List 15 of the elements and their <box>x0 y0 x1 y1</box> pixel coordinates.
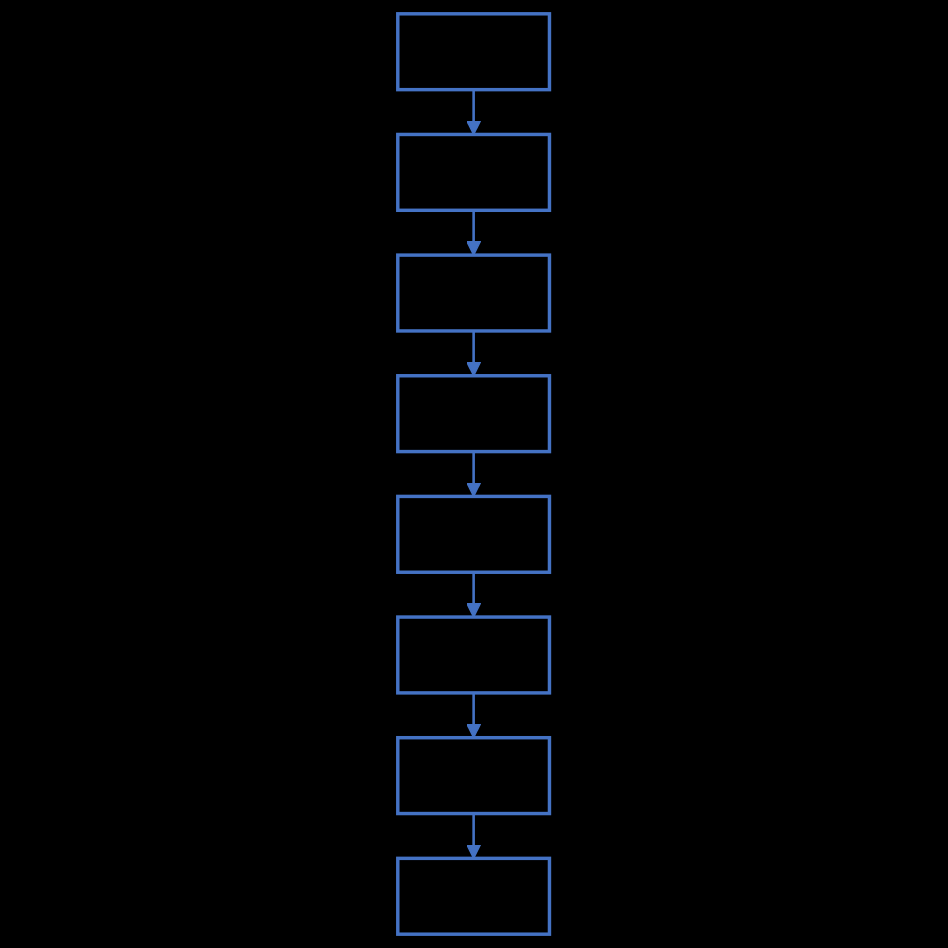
node-box <box>396 494 552 574</box>
arrow <box>466 330 482 377</box>
arrow <box>466 210 482 256</box>
arrow <box>466 692 482 739</box>
node-box <box>396 253 552 333</box>
arrow <box>466 89 482 136</box>
node-box <box>396 132 552 213</box>
node-box <box>396 735 552 816</box>
node-box <box>396 12 552 92</box>
arrow <box>466 451 482 498</box>
arrow <box>466 572 482 618</box>
node-box <box>396 615 552 695</box>
arrow <box>466 813 482 860</box>
node-box <box>396 856 552 936</box>
node-box <box>396 374 552 454</box>
